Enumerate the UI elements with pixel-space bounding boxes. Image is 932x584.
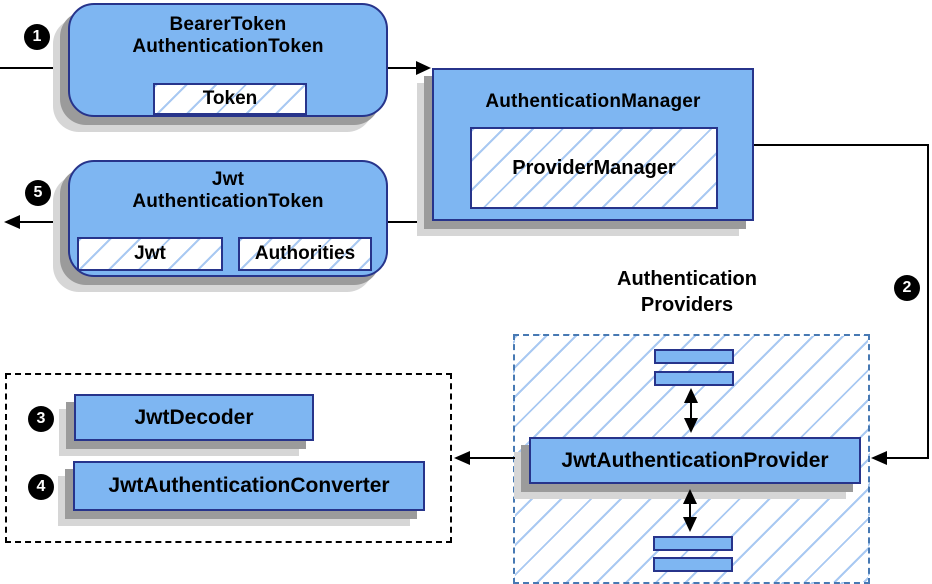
provider-manager-field: ProviderManager	[470, 127, 718, 209]
step-4-number: 4	[36, 478, 46, 495]
authorities-field-label: Authorities	[254, 243, 356, 264]
decoder-converter-group: JwtDecoder JwtAuthenticationConverter	[5, 373, 452, 543]
provider-to-decoder-arrowhead-icon	[454, 451, 470, 465]
jwt-field: Jwt	[77, 237, 223, 271]
group-label-line2: Providers	[640, 294, 734, 316]
step-4-badge: 4	[28, 474, 54, 500]
authentication-manager-node: AuthenticationManager ProviderManager	[432, 68, 754, 221]
jwt-token-title: Jwt AuthenticationToken	[70, 162, 386, 213]
jwt-authentication-converter-node: JwtAuthenticationConverter	[73, 461, 425, 511]
bearer-token-title-line1: BearerToken	[169, 14, 287, 35]
step-5-number: 5	[33, 184, 43, 201]
provider-manager-label: ProviderManager	[512, 156, 676, 179]
provider-placeholder-rect-bottom-1	[653, 536, 733, 551]
authentication-providers-group-label: Authentication Providers	[587, 266, 787, 318]
bearer-token-authentication-token-node: BearerToken AuthenticationToken Token	[68, 3, 388, 117]
authentication-manager-title: AuthenticationManager	[485, 91, 701, 112]
jwt-authentication-provider-label: JwtAuthenticationProvider	[561, 448, 829, 472]
jwt-decoder-label: JwtDecoder	[134, 405, 254, 429]
step-5-badge: 5	[25, 180, 51, 206]
step-3-number: 3	[36, 410, 46, 427]
group-label-line1: Authentication	[617, 268, 757, 290]
step-2-badge: 2	[894, 275, 920, 301]
step-1-number: 1	[32, 28, 42, 45]
provider-placeholder-rect-top-2	[654, 371, 734, 386]
token-field: Token	[153, 83, 307, 115]
step-1-badge: 1	[24, 24, 50, 50]
authorities-field: Authorities	[238, 237, 372, 271]
bearer-token-title-line2: AuthenticationToken	[132, 36, 324, 57]
bearer-to-manager-arrowhead-icon	[416, 61, 431, 75]
jwt-authentication-token-node: Jwt AuthenticationToken Jwt Authorities	[68, 160, 388, 277]
token-field-label: Token	[202, 88, 258, 109]
bearer-token-title: BearerToken AuthenticationToken	[70, 5, 386, 58]
jwt-token-title-line1: Jwt	[211, 169, 245, 190]
step-3-badge: 3	[28, 406, 54, 432]
jwt-field-label: Jwt	[134, 243, 166, 264]
provider-placeholder-rect-top-1	[654, 349, 734, 364]
jwt-token-title-line2: AuthenticationToken	[132, 191, 324, 212]
manager-to-provider-arrowhead-icon	[871, 451, 887, 465]
jwt-decoder-node: JwtDecoder	[74, 394, 314, 441]
jwt-authentication-provider-node: JwtAuthenticationProvider	[529, 437, 861, 484]
provider-placeholder-rect-bottom-2	[653, 557, 733, 572]
step-2-number: 2	[902, 279, 912, 296]
jwt-authentication-converter-label: JwtAuthenticationConverter	[108, 474, 390, 497]
authentication-providers-group: JwtAuthenticationProvider	[513, 334, 870, 584]
response-out-arrowhead-icon	[4, 215, 20, 229]
